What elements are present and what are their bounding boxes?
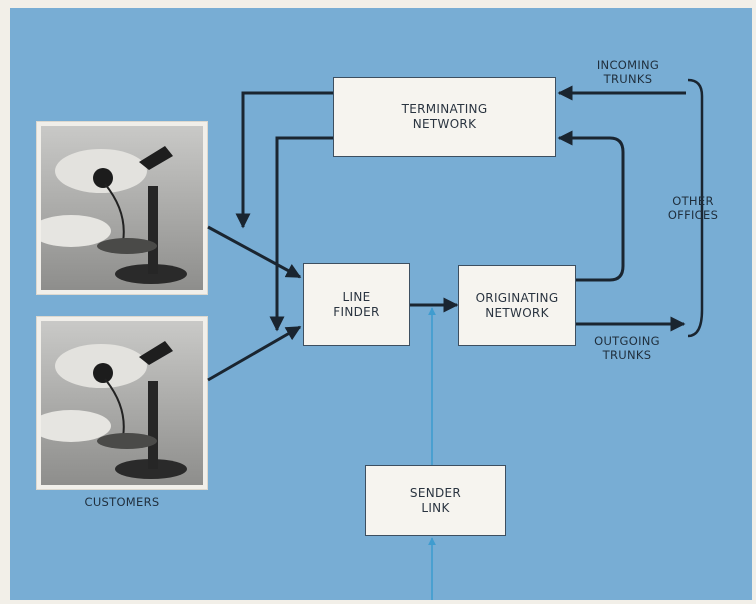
- box-label-line: LINE: [342, 289, 371, 304]
- customers-label: CUSTOMERS: [84, 495, 160, 509]
- other-offices-bracket: [687, 78, 704, 338]
- outgoing-trunks-label: OUTGOING TRUNKS: [576, 334, 678, 362]
- terminating-to-line-finder-line: [235, 91, 334, 229]
- label-line: INCOMING: [596, 58, 660, 72]
- incoming-trunks-label: INCOMING TRUNKS: [578, 58, 678, 86]
- box-label-line: FINDER: [333, 304, 380, 319]
- originating-network-box: ORIGINATING NETWORK: [458, 265, 576, 346]
- box-label-line: NETWORK: [412, 117, 477, 131]
- box-label-line: NETWORK: [485, 305, 549, 320]
- candlestick-telephone-image: [41, 321, 203, 485]
- customer-to-line-finder-line: [207, 325, 302, 382]
- box-label-line: TERMINATING: [401, 102, 488, 116]
- customer-photo-top: [36, 121, 208, 295]
- other-offices-label: OTHER OFFICES: [652, 194, 734, 222]
- terminating-network-box: TERMINATING NETWORK: [333, 77, 556, 157]
- candlestick-telephone-image: [41, 126, 203, 290]
- label-line: OFFICES: [667, 208, 719, 222]
- label-line: TRUNKS: [602, 348, 652, 362]
- box-label-line: LINK: [421, 500, 450, 515]
- line-finder-box: LINE FINDER: [303, 263, 410, 346]
- label-line: OTHER: [672, 194, 714, 208]
- customer-to-line-finder-line: [207, 225, 302, 279]
- sender-link-box: SENDER LINK: [365, 465, 506, 536]
- box-label-line: SENDER: [409, 485, 462, 500]
- label-line: TRUNKS: [603, 72, 653, 86]
- box-label-line: ORIGINATING: [475, 290, 559, 305]
- originating-to-terminating-line: [557, 130, 625, 282]
- customer-photo-bottom: [36, 316, 208, 490]
- label-line: OUTGOING: [594, 334, 660, 348]
